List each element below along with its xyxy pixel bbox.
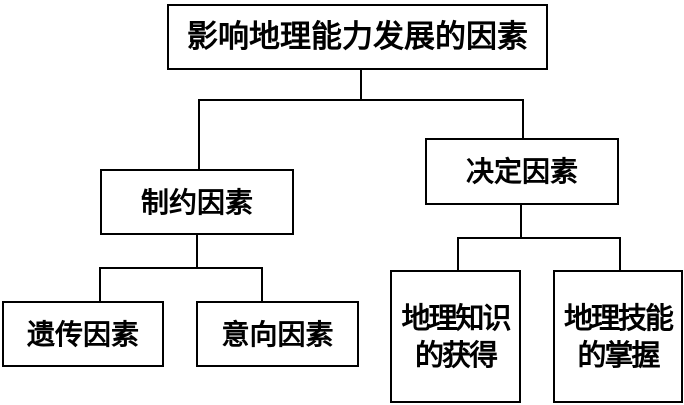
node-label: 意向因素 [221, 317, 334, 351]
node-label: 制约因素 [140, 185, 253, 219]
connector [99, 267, 263, 269]
node-genetic-factors: 遗传因素 [2, 301, 164, 367]
connector [520, 205, 522, 239]
connector [619, 237, 621, 271]
node-constraint-factors: 制约因素 [100, 169, 294, 235]
node-intention-factors: 意向因素 [196, 301, 359, 367]
connector [196, 235, 198, 269]
root-label: 影响地理能力发展的因素 [187, 18, 528, 55]
node-label-line: 的掌握 [577, 337, 660, 372]
connector [457, 237, 621, 239]
node-geo-skills: 地理技能 的掌握 [553, 270, 683, 403]
connector [360, 70, 362, 101]
node-label: 遗传因素 [26, 317, 139, 351]
node-label-line: 地理知识 [401, 301, 511, 336]
connector [522, 99, 524, 139]
node-geo-knowledge: 地理知识 的获得 [390, 270, 521, 403]
root-node: 影响地理能力发展的因素 [167, 4, 548, 70]
connector [198, 99, 524, 101]
node-label: 决定因素 [465, 155, 578, 188]
node-decisive-factors: 决定因素 [425, 138, 619, 205]
connector [198, 99, 200, 170]
connector [99, 267, 101, 302]
node-label-line: 的获得 [414, 337, 498, 372]
connector [261, 267, 263, 302]
connector [457, 237, 459, 271]
node-label-line: 地理技能 [563, 301, 674, 336]
